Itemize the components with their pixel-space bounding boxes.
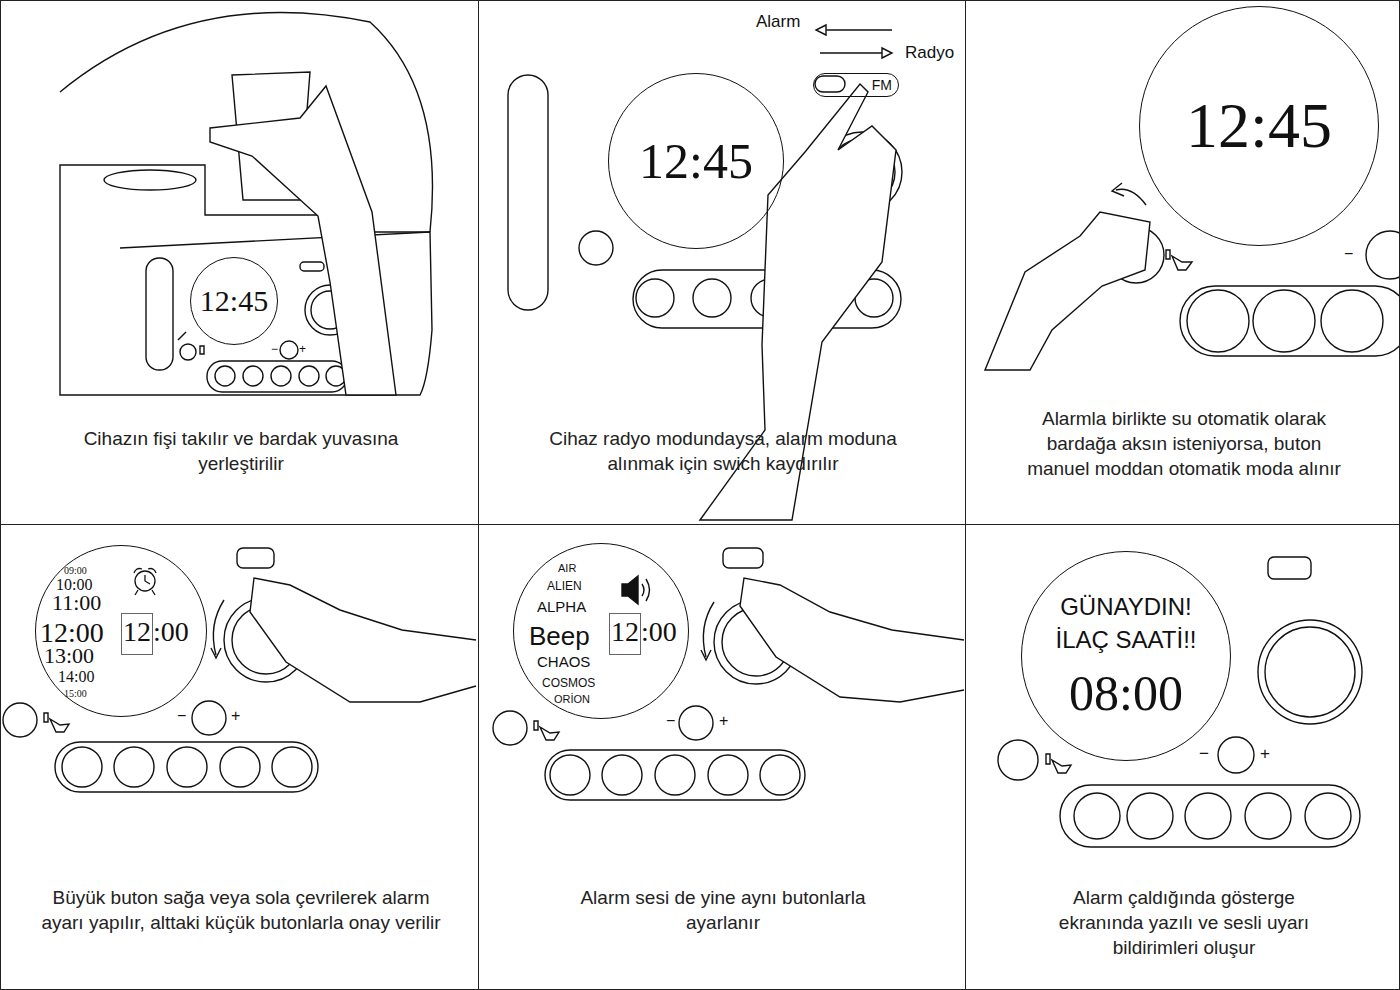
storyboard-panel: Cihaz radyo modundaysa, alarm moduna alı… — [478, 0, 966, 525]
step-caption: Cihaz radyo modundaysa, alarm moduna alı… — [523, 426, 923, 476]
alarm-sound-display: AIR ALIEN ALPHA BeepCHAOS COSMOS ORİON :0012 — [513, 543, 689, 719]
storyboard-panel: Cihazın fişi takılır ve bardak yuvasına … — [0, 0, 479, 525]
control-label: − — [1199, 744, 1209, 764]
display-option: 09:00 — [64, 566, 87, 576]
display-option: 13:00 — [44, 645, 94, 667]
alarm-ringing-sketch — [998, 557, 1362, 847]
step-caption: Alarmla birlikte su otomatik olarak bard… — [1014, 406, 1354, 481]
alarm-message-display: GÜNAYDIN!İLAÇ SAATİ!! 08:00 — [1021, 551, 1231, 761]
display-option: ALIEN — [547, 580, 582, 592]
display-message: İLAÇ SAATİ!! — [1056, 624, 1197, 656]
alarm-time-setting-sketch — [3, 548, 476, 792]
display-time: 12:45 — [639, 136, 753, 186]
step-caption: Büyük buton sağa veya sola çevrilerek al… — [36, 885, 446, 935]
display-message: 08:00 — [1069, 666, 1183, 721]
display-option: 10:00 — [56, 577, 92, 593]
mode-switch: FM — [813, 73, 899, 97]
display-option: 15:00 — [64, 689, 87, 699]
display-option: COSMOS — [542, 677, 595, 689]
display-option: ORİON — [554, 694, 590, 705]
control-label: + — [1260, 744, 1270, 764]
display-option: Beep — [529, 618, 590, 654]
display-option: AIR — [558, 563, 576, 574]
control-label: − — [177, 707, 186, 725]
display-time: 12:45 — [1186, 94, 1332, 158]
display-option: 14:00 — [58, 669, 94, 685]
storyboard-panel: Alarm sesi de yine aynı butonlarla ayarl… — [478, 524, 966, 990]
storyboard-panel: Alarm çaldığında gösterge ekranında yazı… — [965, 524, 1400, 990]
selected-hour: 12 — [609, 613, 641, 655]
control-label: + — [299, 342, 306, 356]
display-option: 11:00 — [52, 592, 101, 614]
step-caption: Cihazın fişi takılır ve bardak yuvasına … — [51, 426, 431, 476]
control-label: Alarm — [756, 12, 800, 32]
switch-label: FM — [872, 77, 892, 93]
alarm-time-display: 09:0010:0011:0012:0013:0014:0015:00:0012 — [35, 545, 207, 717]
control-label: − — [1344, 245, 1353, 263]
display-option: :00 — [641, 614, 677, 650]
storyboard-panel: Alarmla birlikte su otomatik olarak bard… — [965, 0, 1400, 525]
control-label: Radyo — [905, 43, 954, 63]
auto-mode-button-sketch — [985, 183, 1400, 370]
clock-display: 12:45 — [190, 257, 278, 345]
control-label: − — [271, 342, 278, 356]
step-caption: Alarm sesi de yine aynı butonlarla ayarl… — [553, 885, 893, 935]
control-label: + — [231, 707, 240, 725]
display-option: :00 — [153, 614, 189, 650]
control-label: + — [719, 712, 728, 730]
step-caption: Alarm çaldığında gösterge ekranında yazı… — [1034, 885, 1334, 960]
device-sketch — [60, 12, 433, 395]
display-time: 12:45 — [200, 286, 268, 316]
display-digits: 12 — [123, 616, 151, 647]
clock-display: 12:45 — [608, 73, 784, 249]
selected-hour: 12 — [121, 613, 153, 655]
clock-display: 12:45 — [1139, 6, 1379, 246]
display-digits: 12 — [611, 616, 639, 647]
alarm-sound-setting-sketch — [493, 548, 964, 800]
display-option: CHAOS — [537, 654, 590, 669]
control-label: − — [666, 712, 675, 730]
display-option: ALPHA — [537, 599, 586, 614]
storyboard-panel: Büyük buton sağa veya sola çevrilerek al… — [0, 524, 479, 990]
display-message: GÜNAYDIN! — [1060, 591, 1192, 623]
